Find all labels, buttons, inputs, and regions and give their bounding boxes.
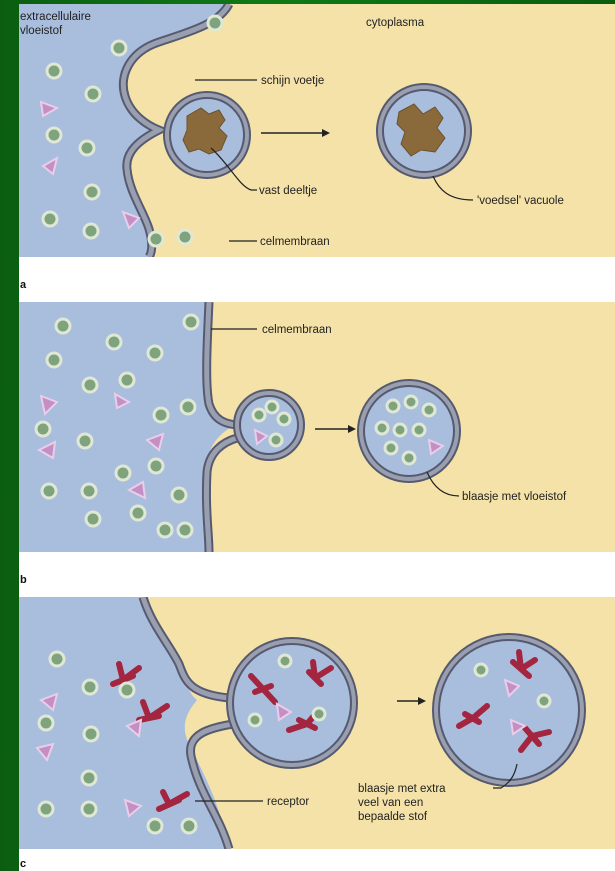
panel-letter-c: c [20, 858, 26, 870]
panel-letter-b: b [20, 574, 27, 586]
panel-letter-a: a [20, 279, 27, 291]
solid-particle [183, 108, 227, 154]
digested-particle [397, 104, 445, 156]
diagram-canvas: extracellulaire vloeistof cytoplasma sch… [19, 4, 615, 871]
label-extracellular-line2: vloeistof [20, 25, 63, 37]
label-vesicle-line2: veel van een [358, 797, 423, 809]
label-cytoplasm: cytoplasma [366, 17, 425, 29]
endocytosis-figure: extracellulaire vloeistof cytoplasma sch… [19, 4, 615, 871]
panel-b: celmembraan blaasje met vloeistof [19, 302, 615, 552]
label-extracellular-line1: extracellulaire [20, 11, 91, 23]
panel-c: receptor blaasje met extra veel van een … [19, 597, 615, 849]
label-vesicle-line1: blaasje met extra [358, 783, 446, 795]
label-fluid-vesicle: blaasje met vloeistof [462, 491, 567, 503]
label-cell-membrane-a: celmembraan [260, 236, 330, 248]
label-food-vacuole: 'voedsel' vacuole [477, 195, 564, 207]
label-solid-particle: vast deeltje [259, 185, 317, 197]
panel-a: extracellulaire vloeistof cytoplasma sch… [19, 4, 615, 257]
label-receptor: receptor [267, 796, 309, 808]
label-cell-membrane-b: celmembraan [262, 324, 332, 336]
label-pseudopod: schijn voetje [261, 75, 324, 87]
label-vesicle-line3: bepaalde stof [358, 811, 428, 823]
